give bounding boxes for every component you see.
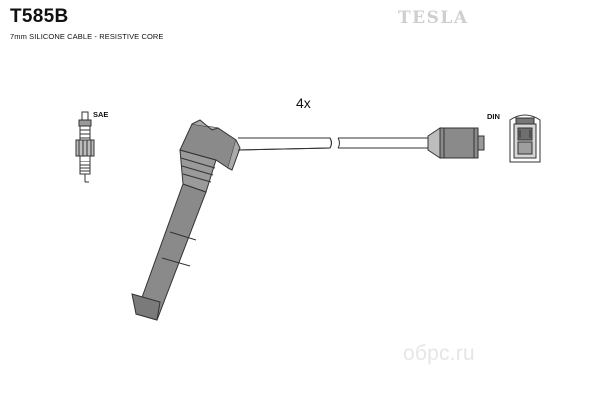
quantity-label: 4x (296, 95, 311, 111)
sae-label: SAE (93, 110, 109, 119)
cable-icon (237, 137, 428, 151)
part-code-title: T585B (10, 6, 69, 27)
cable-connector-icon (427, 127, 485, 159)
spark-plug-icon (75, 111, 95, 183)
brand-logo: TESLA (398, 8, 469, 28)
ignition-boot-icon (131, 119, 241, 321)
cable-description: 7mm SILICONE CABLE - RESISTIVE CORE (10, 32, 164, 41)
din-connector-icon (509, 114, 541, 163)
din-label: DIN (487, 112, 500, 121)
watermark-text: oбpc.ru (403, 342, 475, 365)
